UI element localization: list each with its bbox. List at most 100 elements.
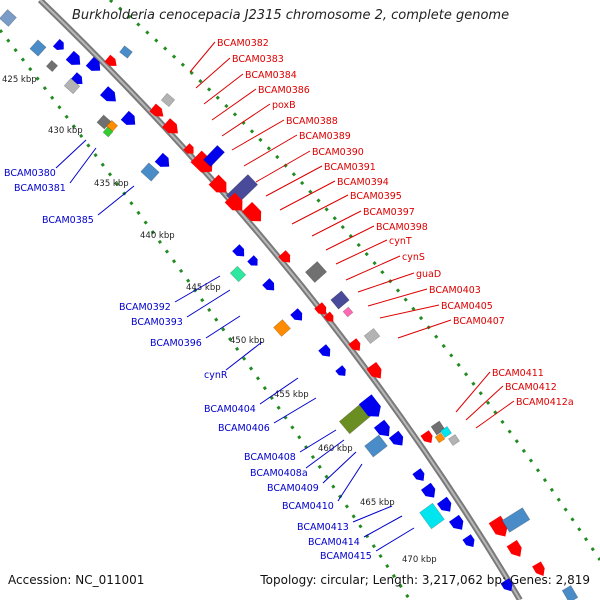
reverse-label-leader: [375, 527, 415, 552]
forward-label-leader: [357, 272, 415, 293]
forward-label-leader: [475, 400, 515, 429]
gene-block: [229, 265, 247, 283]
gene-block: [119, 45, 133, 59]
forward-label-leader: [465, 385, 504, 421]
forward-gene-label: BCAM0388: [286, 116, 338, 127]
gene-block: [304, 261, 328, 283]
gene-block: [203, 144, 225, 168]
gene-block: [160, 92, 176, 108]
kbp-label: 455 kbp: [274, 390, 309, 400]
forward-gene-arrow: [366, 362, 382, 379]
kbp-label: 460 kbp: [318, 444, 353, 454]
forward-gene-label: poxB: [272, 100, 296, 111]
forward-gene-arrow: [208, 174, 227, 193]
forward-label-leader: [379, 304, 440, 319]
reverse-gene-label: BCAM0404: [204, 404, 256, 415]
gene-block: [501, 507, 531, 533]
reverse-label-leader: [97, 185, 135, 216]
kbp-label: 430 kbp: [48, 126, 83, 136]
reverse-label-leader: [273, 397, 317, 424]
reverse-gene-label: BCAM0413: [297, 522, 349, 533]
reverse-label-leader: [337, 463, 363, 502]
forward-gene-label: BCAM0412: [505, 382, 557, 393]
reverse-label-leader: [225, 341, 263, 371]
reverse-gene-arrow: [462, 534, 475, 547]
gene-block: [434, 432, 446, 444]
reverse-gene-arrow: [449, 514, 464, 530]
forward-label-leader: [255, 150, 311, 183]
gene-block: [448, 434, 460, 446]
forward-gene-label: BCAM0382: [217, 38, 269, 49]
reverse-gene-arrow: [358, 394, 381, 417]
forward-gene-label: BCAM0398: [376, 222, 428, 233]
topology-text: Topology: circular; Length: 3,217,062 bp…: [260, 573, 590, 587]
reverse-gene-arrow: [335, 365, 346, 376]
forward-gene-arrow: [224, 192, 243, 211]
gene-block: [45, 59, 59, 73]
reverse-gene-arrow: [290, 308, 303, 321]
reverse-gene-arrow: [262, 278, 275, 291]
forward-gene-arrow: [314, 302, 327, 315]
reverse-gene-arrow: [500, 578, 513, 592]
kbp-label: 435 kbp: [94, 179, 129, 189]
kbp-label: 450 kbp: [230, 336, 265, 346]
reverse-gene-label: BCAM0408: [244, 452, 296, 463]
forward-gene-label: guaD: [416, 269, 441, 280]
reverse-gene-label: BCAM0410: [282, 501, 334, 512]
forward-label-leader: [279, 180, 336, 211]
forward-gene-label: BCAM0394: [337, 177, 389, 188]
forward-label-leader: [345, 255, 401, 281]
forward-label-leader: [291, 194, 349, 225]
forward-gene-label: BCAM0405: [441, 301, 493, 312]
tick-ring-inner: [0, 29, 412, 601]
reverse-gene-arrow: [318, 344, 331, 357]
forward-gene-arrow: [532, 561, 545, 577]
reverse-gene-arrow: [52, 38, 64, 51]
reverse-gene-arrow: [100, 86, 116, 102]
forward-gene-arrow: [278, 250, 291, 263]
forward-label-leader: [243, 134, 298, 167]
gene-block: [363, 327, 381, 345]
forward-label-leader: [265, 165, 323, 197]
forward-gene-arrow: [348, 338, 361, 351]
reverse-gene-label: BCAM0392: [119, 302, 171, 313]
forward-gene-arrow: [104, 54, 117, 66]
kbp-label: 440 kbp: [140, 231, 175, 241]
reverse-gene-arrow: [232, 244, 245, 257]
gene-block: [0, 9, 17, 27]
gene-block: [273, 319, 291, 337]
forward-gene-label: BCAM0397: [363, 207, 415, 218]
forward-label-leader: [221, 103, 271, 137]
forward-label-leader: [325, 225, 375, 251]
forward-label-leader: [231, 119, 285, 151]
reverse-gene-label: BCAM0406: [218, 423, 270, 434]
reverse-label-leader: [299, 429, 337, 453]
forward-gene-label: cynS: [402, 252, 425, 263]
reverse-gene-label: BCAM0408a: [250, 468, 308, 479]
map-title: Burkholderia cenocepacia J2315 chromosom…: [72, 8, 510, 23]
gene-block: [102, 126, 114, 138]
reverse-gene-arrow: [373, 419, 390, 437]
reverse-label-leader: [55, 139, 87, 169]
reverse-gene-arrow: [154, 152, 170, 167]
forward-label-leader: [455, 371, 491, 413]
kbp-label: 470 kbp: [402, 555, 437, 565]
forward-gene-arrow: [183, 143, 194, 154]
reverse-gene-arrow: [437, 496, 452, 512]
forward-label-leader: [195, 57, 231, 89]
gene-block: [330, 290, 350, 310]
forward-gene-arrow: [420, 430, 433, 443]
reverse-gene-label: BCAM0396: [150, 338, 202, 349]
forward-gene-arrow: [323, 311, 334, 322]
gene-block: [440, 426, 452, 438]
reverse-gene-label: BCAM0409: [267, 483, 319, 494]
forward-gene-arrow: [162, 118, 178, 134]
reverse-gene-label: cynR: [204, 370, 228, 381]
reverse-gene-label: BCAM0393: [131, 317, 183, 328]
forward-gene-arrow: [149, 103, 164, 117]
reverse-label-leader: [305, 439, 345, 469]
reverse-label-leader: [352, 505, 393, 523]
forward-label-leader: [203, 73, 244, 105]
